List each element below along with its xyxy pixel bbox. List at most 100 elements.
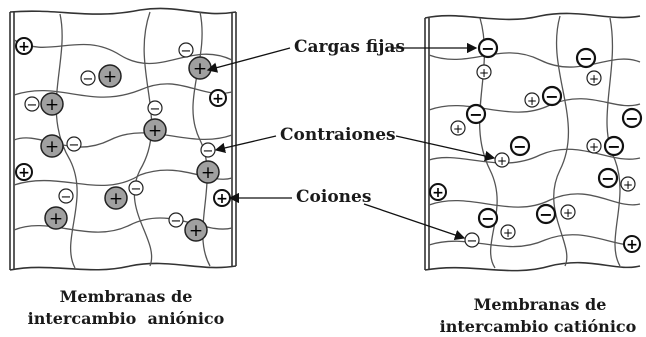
svg-text:+: + xyxy=(497,154,507,168)
fixed-charge: − xyxy=(575,47,597,69)
co-ion: − xyxy=(464,232,480,249)
svg-text:+: + xyxy=(18,39,30,55)
svg-text:−: − xyxy=(481,209,494,228)
svg-text:−: − xyxy=(61,190,72,205)
svg-text:Contraiones: Contraiones xyxy=(280,125,396,145)
counter-ion: − xyxy=(178,42,194,59)
svg-text:+: + xyxy=(45,137,59,157)
svg-text:−: − xyxy=(27,98,38,113)
svg-text:−: − xyxy=(467,234,478,249)
counter-ion: − xyxy=(128,180,144,197)
svg-text:−: − xyxy=(469,105,482,124)
fixed-charge: + xyxy=(40,92,64,116)
fixed-charge: + xyxy=(44,206,68,230)
svg-text:+: + xyxy=(148,121,162,141)
caption-anionic: Membranas de intercambio aniónico xyxy=(28,287,225,328)
counter-ion: + xyxy=(586,70,602,86)
co-ion: + xyxy=(15,163,33,181)
svg-text:Cargas fijas: Cargas fijas xyxy=(294,37,405,57)
svg-text:+: + xyxy=(453,122,463,136)
co-ion: + xyxy=(15,37,33,55)
fixed-charge: − xyxy=(535,203,557,225)
svg-text:−: − xyxy=(69,138,80,153)
co-ion: + xyxy=(209,89,227,107)
svg-text:−: − xyxy=(131,182,142,197)
co-ion: + xyxy=(429,183,447,201)
svg-text:intercambio catiónico: intercambio catiónico xyxy=(440,317,637,336)
counter-ion: − xyxy=(200,142,216,159)
svg-text:+: + xyxy=(589,72,599,86)
label-cargas-fijas: Cargas fijas xyxy=(206,37,478,73)
fixed-charge: + xyxy=(188,56,212,80)
counter-ion: − xyxy=(24,96,40,113)
co-ion: + xyxy=(213,189,231,207)
fixed-charge: − xyxy=(477,37,499,59)
svg-text:−: − xyxy=(601,169,614,188)
svg-text:−: − xyxy=(513,137,526,156)
svg-text:+: + xyxy=(103,67,117,87)
fixed-charge: − xyxy=(603,135,625,157)
label-contraiones: Contraiones xyxy=(214,125,496,162)
anionic-ions: + + + + + + + + + − − − − − − − − − + + … xyxy=(15,37,231,242)
svg-text:−: − xyxy=(203,144,214,159)
svg-text:+: + xyxy=(626,237,638,253)
svg-text:Membranas de: Membranas de xyxy=(474,295,607,314)
svg-text:+: + xyxy=(563,206,573,220)
svg-text:−: − xyxy=(83,72,94,87)
svg-text:+: + xyxy=(432,185,444,201)
counter-ion: + xyxy=(620,176,636,192)
svg-text:−: − xyxy=(171,214,182,229)
svg-text:−: − xyxy=(545,87,558,106)
fixed-charge: + xyxy=(143,118,167,142)
fixed-charge: − xyxy=(597,167,619,189)
svg-text:+: + xyxy=(503,226,513,240)
svg-text:+: + xyxy=(201,163,215,183)
svg-text:Membranas de: Membranas de xyxy=(60,287,193,306)
fixed-charge: + xyxy=(104,186,128,210)
fixed-charge: − xyxy=(621,107,643,129)
svg-text:intercambio aniónico: intercambio aniónico xyxy=(28,309,225,328)
svg-text:+: + xyxy=(18,165,30,181)
svg-text:+: + xyxy=(109,189,123,209)
counter-ion: − xyxy=(147,100,163,117)
svg-text:+: + xyxy=(527,94,537,108)
fixed-charge: + xyxy=(40,134,64,158)
counter-ion: − xyxy=(58,188,74,205)
counter-ion: + xyxy=(524,92,540,108)
svg-text:+: + xyxy=(216,191,228,207)
svg-text:+: + xyxy=(589,140,599,154)
label-coiones: Coiones xyxy=(228,187,466,240)
svg-text:Coiones: Coiones xyxy=(296,187,371,207)
fixed-charge: − xyxy=(509,135,531,157)
svg-text:−: − xyxy=(539,205,552,224)
counter-ion: + xyxy=(476,64,492,80)
svg-text:+: + xyxy=(193,59,207,79)
cationic-ions: − − − − − − − − − − + + + + + + + + + − … xyxy=(429,37,643,253)
counter-ion: + xyxy=(450,120,466,136)
fixed-charge: − xyxy=(477,207,499,229)
fixed-charge: + xyxy=(196,160,220,184)
counter-ion: − xyxy=(66,136,82,153)
fixed-charge: + xyxy=(184,218,208,242)
counter-ion: + xyxy=(500,224,516,240)
counter-ion: − xyxy=(168,212,184,229)
svg-text:−: − xyxy=(579,49,592,68)
svg-text:+: + xyxy=(623,178,633,192)
svg-text:−: − xyxy=(625,109,638,128)
counter-ion: − xyxy=(80,70,96,87)
counter-ion: + xyxy=(494,152,510,168)
fixed-charge: − xyxy=(541,85,563,107)
svg-text:+: + xyxy=(479,66,489,80)
counter-ion: + xyxy=(586,138,602,154)
svg-text:+: + xyxy=(45,95,59,115)
counter-ion: + xyxy=(560,204,576,220)
svg-text:+: + xyxy=(212,91,224,107)
svg-text:−: − xyxy=(150,102,161,117)
svg-text:+: + xyxy=(189,221,203,241)
svg-text:−: − xyxy=(181,44,192,59)
svg-text:−: − xyxy=(607,137,620,156)
svg-text:−: − xyxy=(481,39,494,58)
svg-text:+: + xyxy=(49,209,63,229)
caption-cationic: Membranas de intercambio catiónico xyxy=(440,295,637,336)
